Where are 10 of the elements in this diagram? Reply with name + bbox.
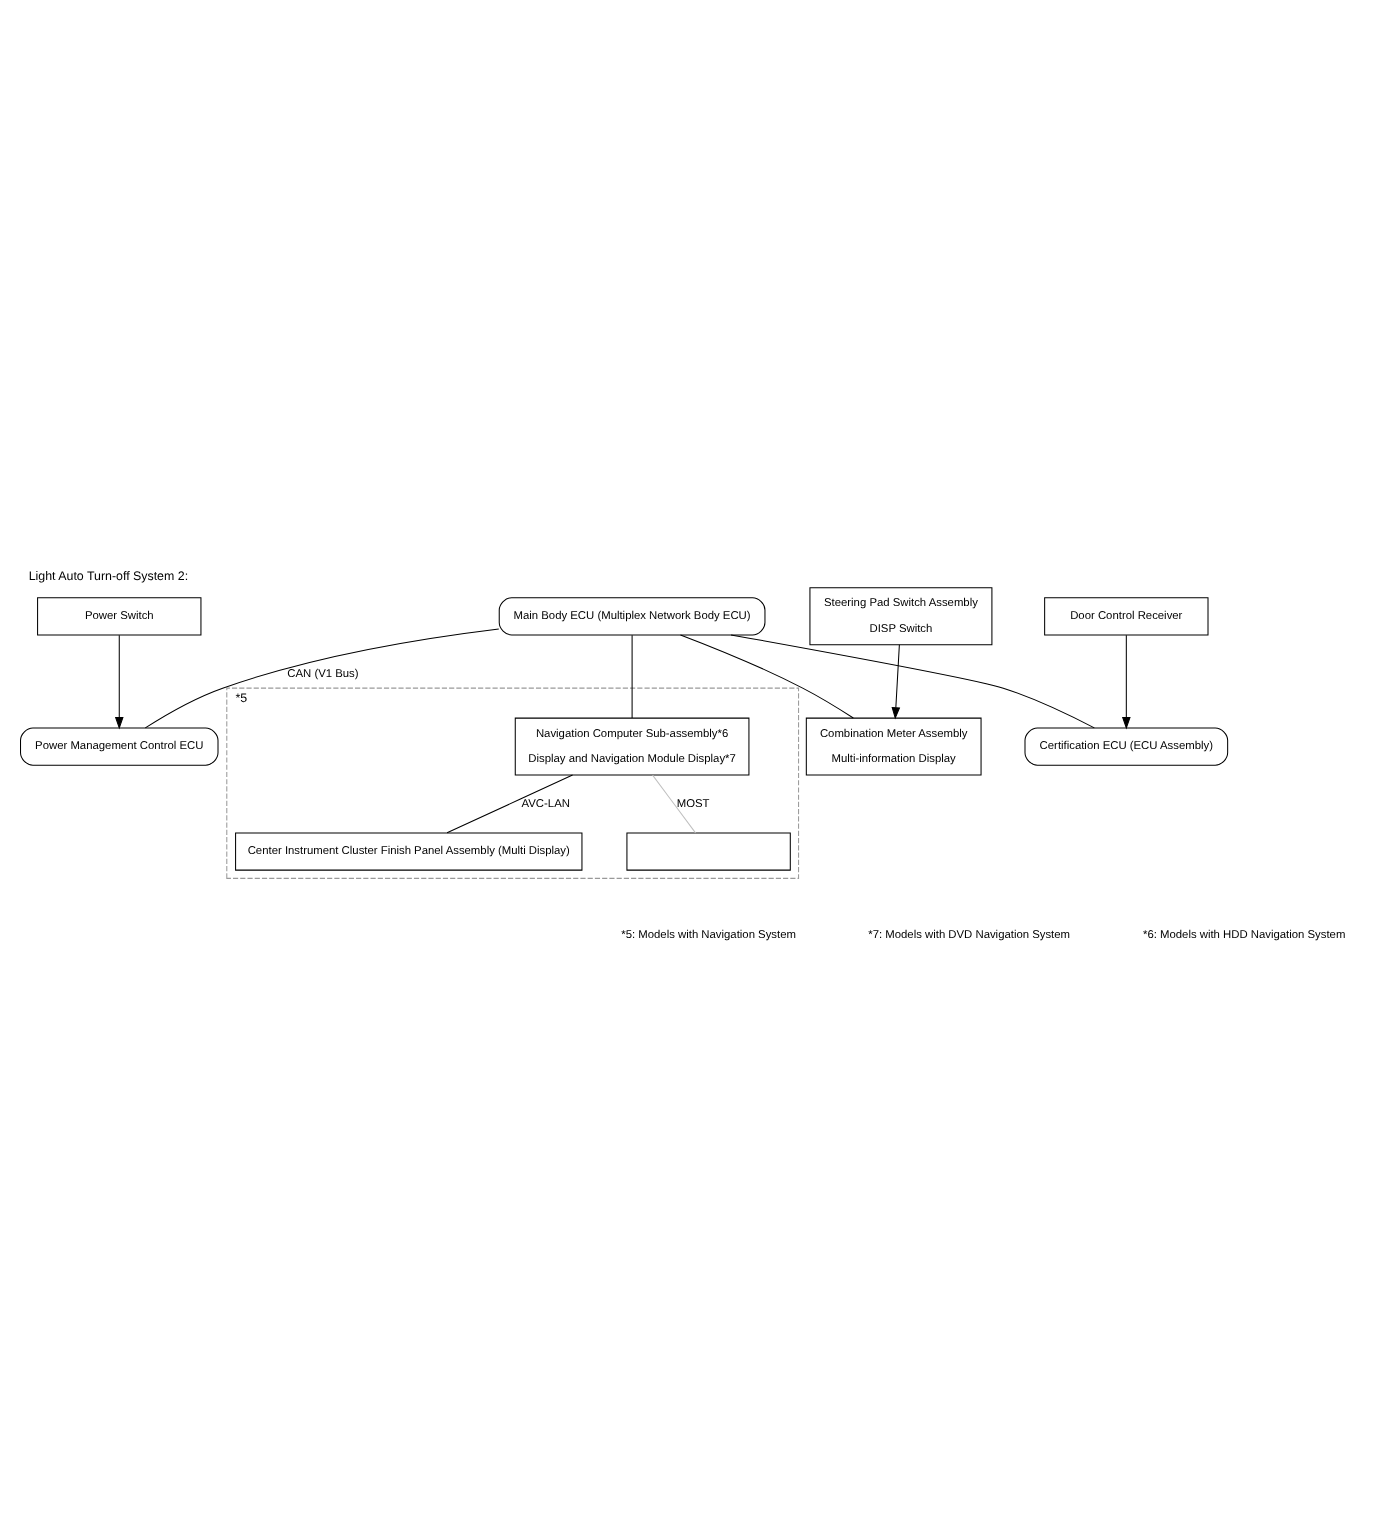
connector (446, 773, 574, 833)
connector (144, 627, 500, 728)
connector (730, 633, 1095, 728)
arrow (891, 643, 901, 719)
connector (680, 633, 854, 718)
arrow (114, 633, 124, 729)
connector (631, 633, 633, 718)
connector (652, 773, 697, 833)
arrow (1121, 633, 1131, 729)
node-box (626, 831, 791, 870)
